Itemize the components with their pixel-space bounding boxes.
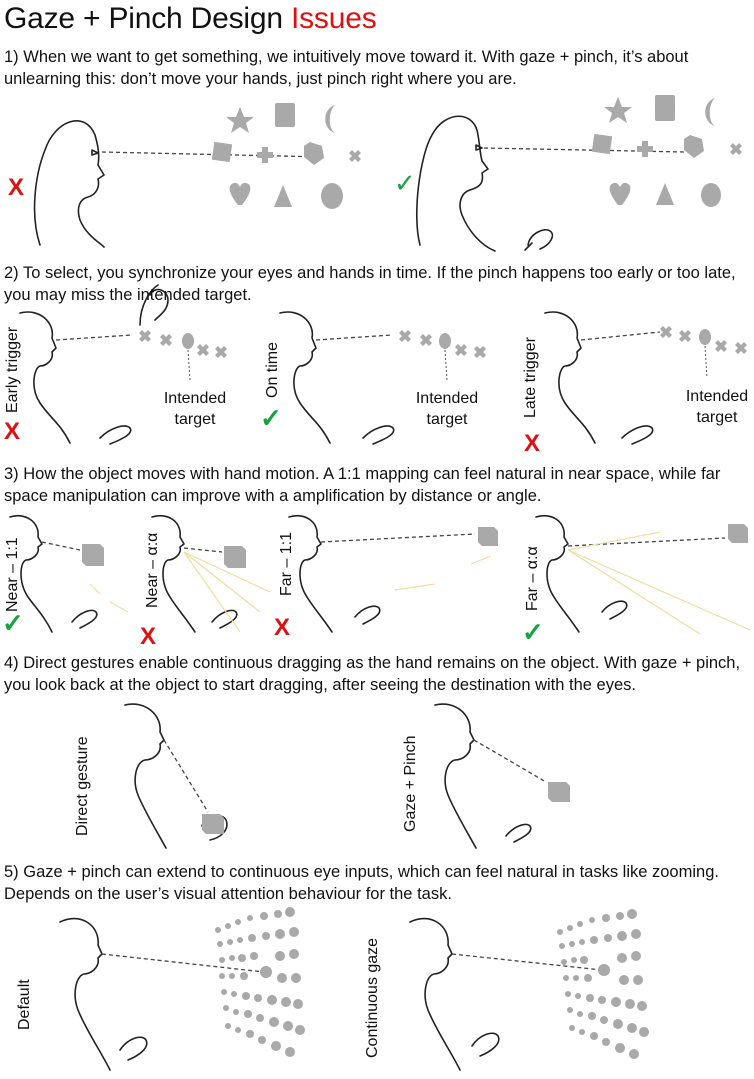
s5-panel-default [59, 907, 305, 1071]
section-3-text: 3) How the object moves with hand motion… [4, 465, 721, 505]
right-mark-s1: ✓ [394, 169, 416, 199]
s2-label-ontime: On time [264, 341, 281, 398]
wrong-mark-s1: X [8, 174, 24, 201]
target-shapes-left [211, 103, 361, 209]
s3-panel-near-aa [151, 515, 271, 633]
s3-mark-far-11: X [274, 614, 291, 641]
s2-panel-early [19, 311, 227, 445]
person-head-icon [279, 311, 331, 444]
shape-field-right [557, 909, 649, 1059]
person-head-icon [409, 917, 461, 1071]
person-head-icon [59, 917, 111, 1071]
s3-panel-near-11 [9, 515, 129, 633]
s3-mark-near-11: ✓ [2, 608, 24, 638]
person-head-icon [535, 515, 580, 633]
s2-target-ontime: Intended target [415, 390, 479, 428]
person-head-icon [33, 120, 169, 326]
s4-panel-direct [124, 703, 228, 849]
title-accent: Issues [291, 2, 377, 35]
s2-mark-late: X [524, 430, 541, 457]
s5-panel-continuous [409, 909, 649, 1071]
person-head-icon [19, 311, 71, 444]
s2-panel-ontime [279, 311, 486, 445]
s3-label-near-11: Near – 1:1 [4, 537, 21, 612]
section-4-text: 4) Direct gestures enable continuous dra… [4, 654, 741, 694]
s5-label-default: Default [16, 979, 33, 1030]
s3-panel-far-aa [535, 515, 751, 635]
person-head-icon [434, 703, 477, 849]
s3-panel-far-11 [288, 515, 498, 633]
section-1-illustration: X ✓ [8, 95, 742, 326]
person-head-icon [151, 515, 196, 633]
s4-label-direct: Direct gesture [74, 736, 91, 836]
s2-label-early: Early trigger [4, 326, 21, 413]
person-head-icon [288, 515, 333, 633]
s3-label-near-aa: Near – α:α [144, 532, 161, 608]
section-1-text: 1) When we want to get something, we int… [4, 48, 689, 88]
section-2-text: 2) To select, you synchronize your eyes … [4, 264, 736, 304]
s3-mark-near-aa: X [140, 623, 157, 650]
s2-target-early: Intended target [163, 390, 227, 428]
person-head-icon [415, 115, 554, 252]
s5-label-continuous: Continuous gaze [364, 937, 381, 1058]
shape-field-left [215, 907, 305, 1057]
s4-panel-gaze-pinch [434, 703, 570, 849]
gaze-line-right [483, 147, 686, 153]
person-head-icon [544, 311, 596, 444]
title-main: Gaze + Pinch Design [4, 2, 283, 35]
person-head-icon [124, 703, 167, 849]
s3-mark-far-aa: ✓ [522, 617, 544, 647]
page-title: Gaze + Pinch Design Issues [4, 2, 377, 36]
s3-label-far-aa: Far – α:α [524, 546, 541, 611]
s2-mark-ontime: ✓ [260, 403, 282, 433]
s2-label-late: Late trigger [522, 337, 539, 418]
s2-mark-early: X [4, 418, 21, 445]
section-5-text: 5) Gaze + pinch can extend to continuous… [4, 863, 719, 903]
s3-label-far-11: Far – 1:1 [278, 531, 295, 596]
person-head-icon [9, 515, 53, 633]
gaze-line-left [101, 151, 326, 158]
s2-panel-late [544, 311, 747, 445]
target-shapes-right [591, 95, 742, 207]
s4-label-gaze-pinch: Gaze + Pinch [402, 735, 419, 833]
s2-target-late: Intended target [685, 388, 749, 426]
